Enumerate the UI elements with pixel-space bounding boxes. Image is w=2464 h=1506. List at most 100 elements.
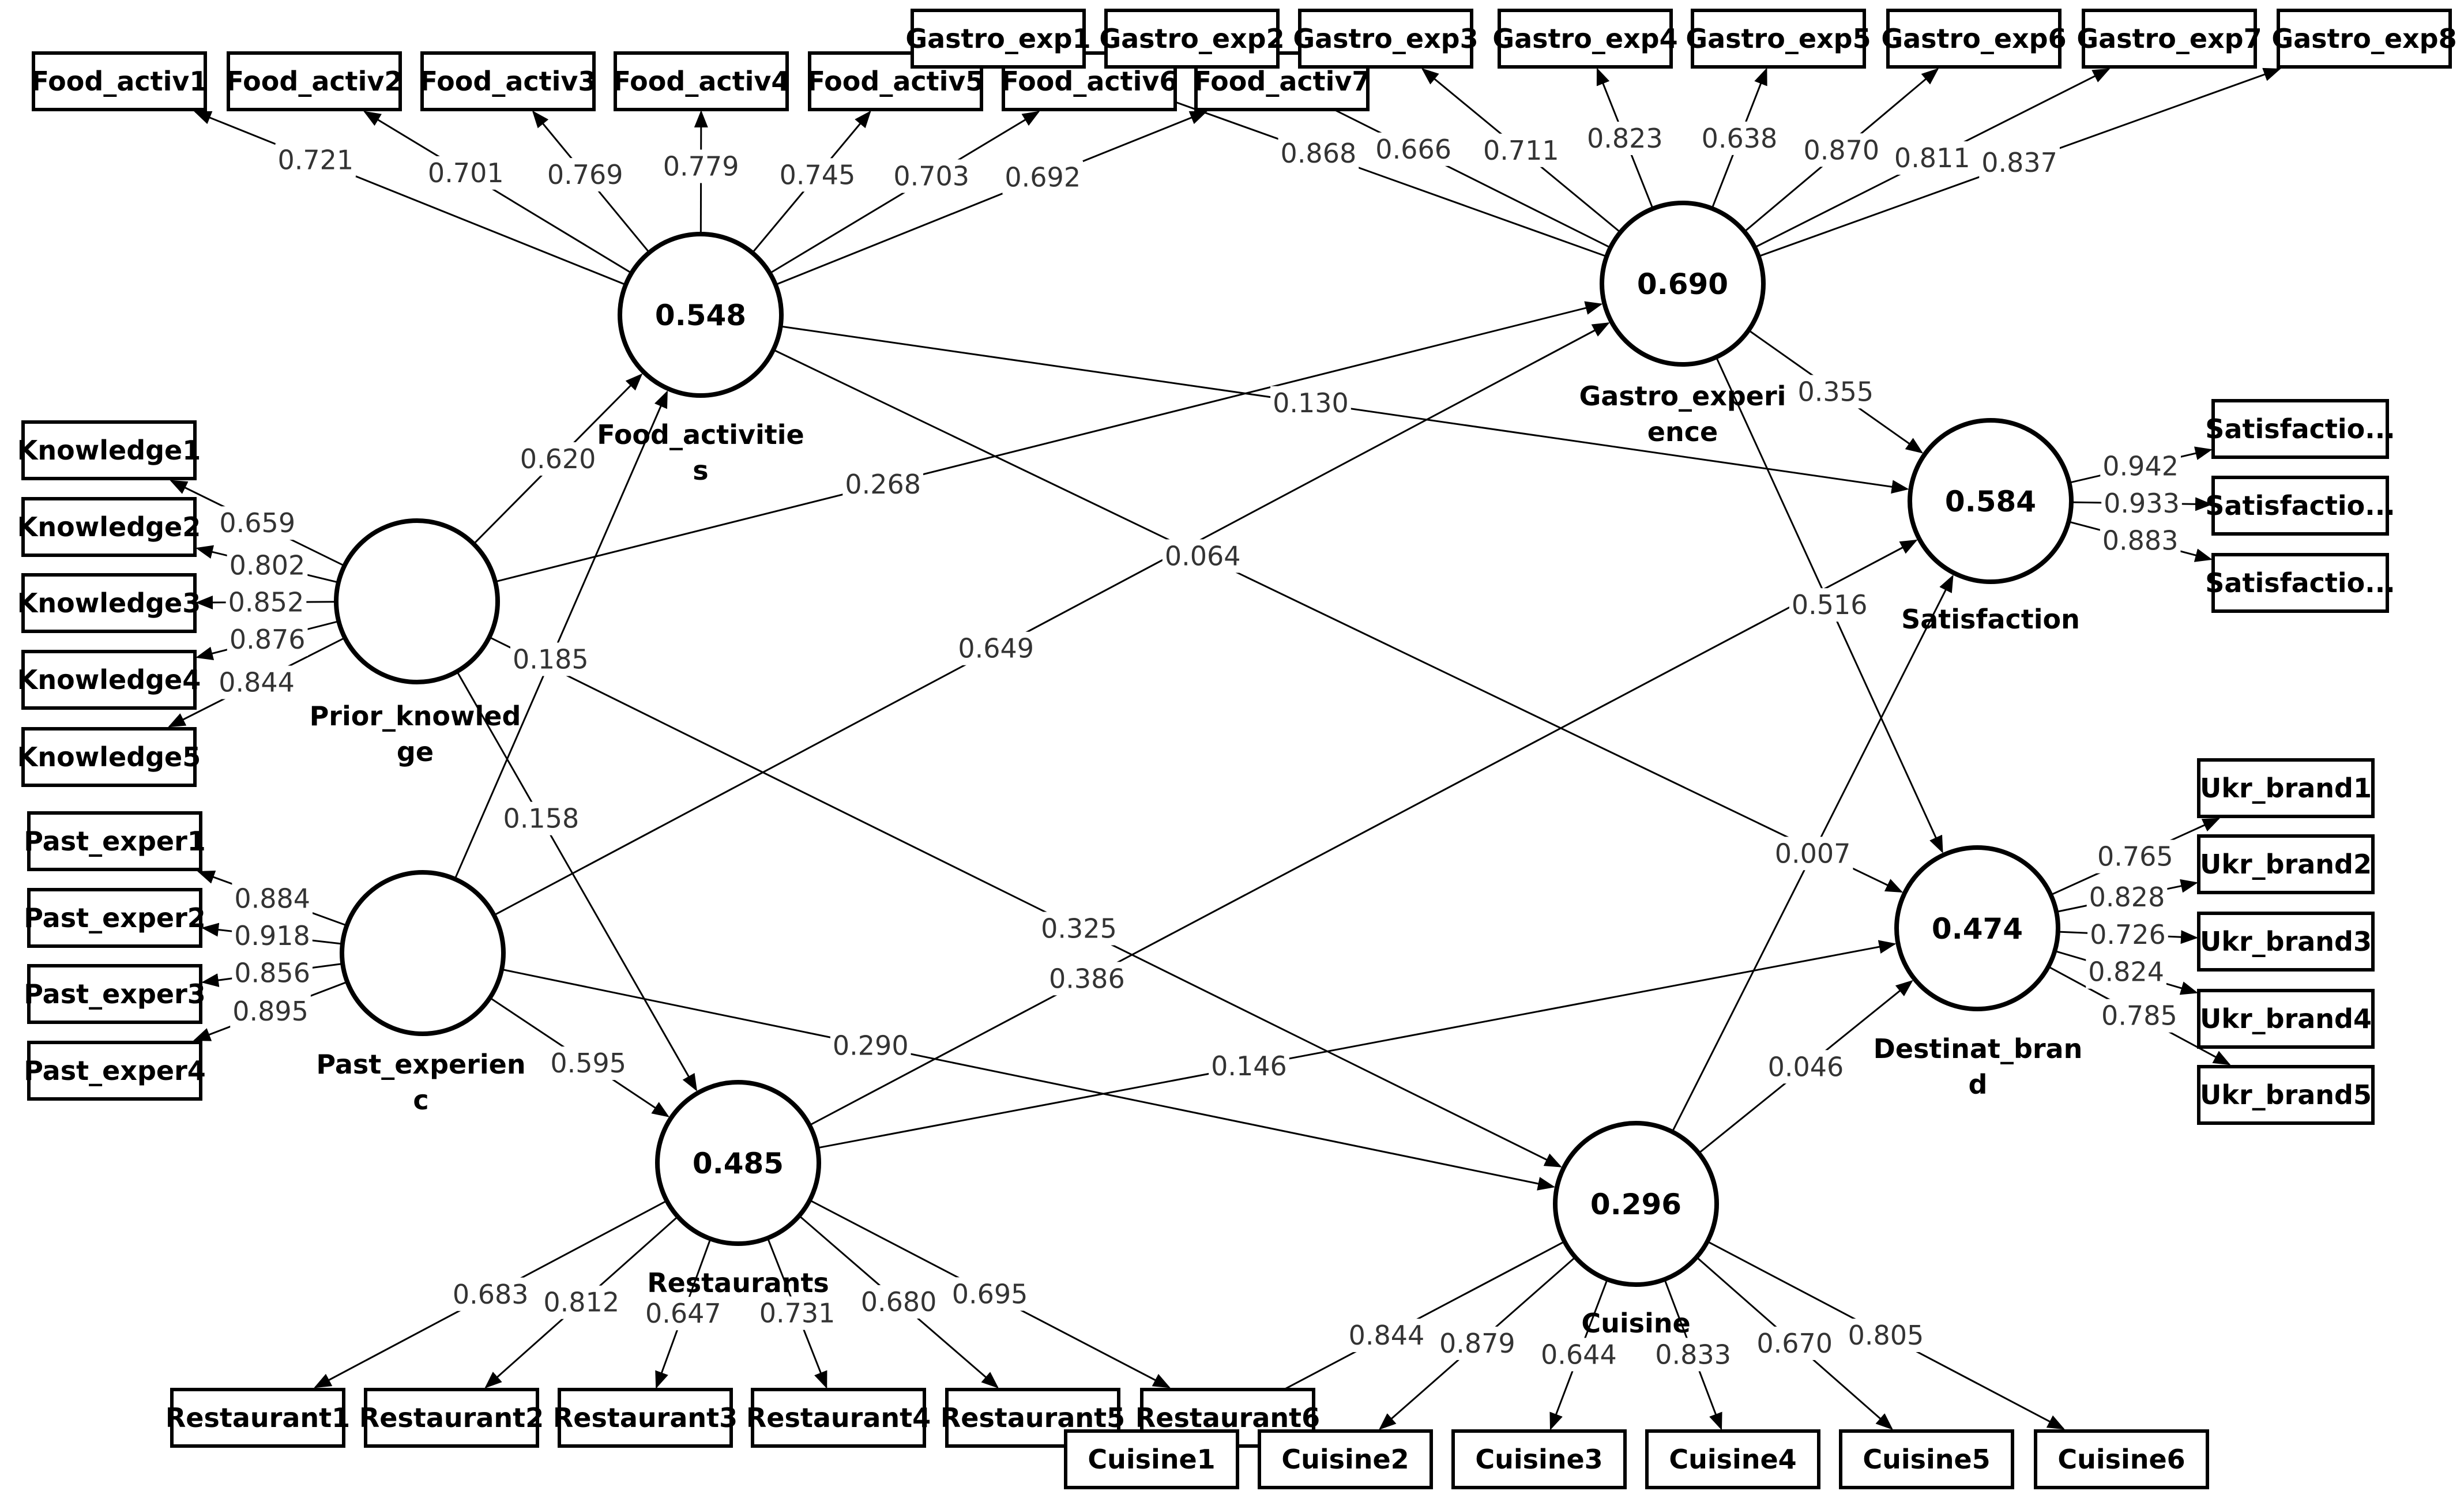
indicator-ge5[interactable]: Gastro_exp5	[1686, 9, 1871, 69]
indicator-ge3[interactable]: Gastro_exp3	[1293, 9, 1479, 69]
latent-circle	[334, 518, 500, 684]
indicator-label: Past_exper1	[24, 826, 206, 857]
indicator-box	[364, 1388, 539, 1448]
indicator-pe2[interactable]: Past_exper2	[24, 888, 206, 948]
label-backdrop	[1699, 121, 1780, 155]
r-squared-value: 0.584	[1945, 485, 2036, 518]
indicator-box	[27, 1041, 202, 1101]
loading-value-gastro-ge6: 0.870	[1803, 134, 1879, 165]
indicator-ge6[interactable]: Gastro_exp6	[1881, 9, 2067, 69]
r-squared-value: 0.690	[1637, 268, 1728, 301]
indicator-label: Food_activ3	[420, 66, 597, 97]
latent-name-line: ence	[1647, 416, 1718, 447]
label-backdrop	[842, 468, 924, 502]
indicators-layer: Food_activ1 Food_activ2 Food_activ3 Food_ac…	[17, 9, 2457, 1489]
label-backdrop	[517, 442, 599, 476]
indicator-pe4[interactable]: Past_exper4	[24, 1041, 206, 1101]
indicator-cu2[interactable]: Cuisine2	[1258, 1429, 1433, 1489]
indicator-label: Knowledge2	[17, 511, 201, 543]
path-value-past-rest: 0.595	[550, 1048, 626, 1079]
path-value-cuis-sat: 0.007	[1775, 838, 1851, 869]
indicator-re3[interactable]: Restaurant3	[553, 1388, 738, 1448]
indicator-ge7[interactable]: Gastro_exp7	[2076, 9, 2262, 69]
indicator-sa2[interactable]: Satisfactio...	[2205, 476, 2395, 536]
loading-arrow-food-fa7	[776, 111, 1207, 285]
indicator-kn3[interactable]: Knowledge3	[17, 573, 201, 633]
indicator-fa2[interactable]: Food_activ2	[226, 51, 403, 111]
indicator-label: Gastro_exp2	[1099, 23, 1284, 54]
label-backdrop	[1789, 588, 1870, 622]
indicator-ge2[interactable]: Gastro_exp2	[1099, 9, 1285, 69]
latent-name-line: Cuisine	[1581, 1308, 1690, 1339]
indicator-ub5[interactable]: Ukr_brand5	[2197, 1065, 2375, 1125]
latent-circle	[1908, 418, 2074, 584]
indicator-fa1[interactable]: Food_activ1	[31, 51, 208, 111]
path-value-prior-food: 0.620	[520, 443, 596, 475]
indicator-cu6[interactable]: Cuisine6	[2034, 1429, 2209, 1489]
indicator-label: Knowledge3	[17, 588, 201, 619]
indicator-ub3[interactable]: Ukr_brand3	[2197, 912, 2375, 972]
label-backdrop	[1436, 1326, 1518, 1360]
indicator-label: Food_activ4	[613, 66, 790, 97]
indicator-ge4[interactable]: Gastro_exp4	[1492, 9, 1678, 69]
indicator-fa4[interactable]: Food_activ4	[613, 51, 790, 111]
indicator-re4[interactable]: Restaurant4	[746, 1388, 931, 1448]
indicator-fa3[interactable]: Food_activ3	[420, 51, 597, 111]
label-backdrop	[1765, 1050, 1846, 1084]
indicator-kn1[interactable]: Knowledge1	[17, 420, 201, 480]
label-backdrop	[225, 585, 307, 619]
indicator-pe3[interactable]: Past_exper3	[24, 964, 206, 1024]
indicator-re2[interactable]: Restaurant2	[359, 1388, 544, 1448]
indicator-label: Food_activ7	[1194, 66, 1371, 97]
indicator-box	[2211, 553, 2389, 613]
indicator-cu4[interactable]: Cuisine4	[1645, 1429, 1820, 1489]
indicator-sa1[interactable]: Satisfactio...	[2205, 399, 2395, 459]
indicator-label: Restaurant2	[359, 1402, 544, 1433]
label-backdrop	[510, 642, 591, 676]
loading-value-cuis-cu3: 0.644	[1541, 1339, 1617, 1370]
indicator-cu1[interactable]: Cuisine1	[1064, 1429, 1239, 1489]
indicator-cu5[interactable]: Cuisine5	[1839, 1429, 2014, 1489]
loading-value-past-pe4: 0.895	[232, 996, 309, 1027]
indicator-label: Ukr_brand3	[2200, 926, 2372, 957]
indicator-label: Gastro_exp3	[1293, 23, 1478, 54]
indicator-label: Past_exper4	[24, 1055, 206, 1086]
indicator-ge1[interactable]: Gastro_exp1	[905, 9, 1091, 69]
loading-value-prior-kn1: 0.659	[219, 507, 295, 539]
indicator-kn2[interactable]: Knowledge2	[17, 497, 201, 557]
indicator-sa3[interactable]: Satisfactio...	[2205, 553, 2395, 613]
label-backdrop	[1002, 160, 1084, 194]
indicator-ub4[interactable]: Ukr_brand4	[2197, 989, 2375, 1049]
label-backdrop	[1346, 1319, 1427, 1353]
indicator-label: Gastro_exp7	[2076, 23, 2262, 54]
indicator-label: Past_exper2	[24, 902, 206, 933]
indicator-cu3[interactable]: Cuisine3	[1451, 1429, 1627, 1489]
label-backdrop	[1653, 1338, 1733, 1372]
indicator-label: Knowledge1	[17, 435, 201, 466]
label-backdrop	[955, 631, 1037, 665]
indicator-label: Ukr_brand4	[2200, 1003, 2372, 1034]
loading-value-dest-ub4: 0.824	[2088, 957, 2164, 988]
indicator-pe1[interactable]: Past_exper1	[24, 811, 206, 871]
indicator-ub1[interactable]: Ukr_brand1	[2197, 758, 2375, 818]
indicator-kn4[interactable]: Knowledge4	[17, 650, 201, 710]
path-value-past-food: 0.185	[513, 643, 589, 675]
loading-value-past-pe3: 0.856	[234, 958, 310, 989]
indicator-re1[interactable]: Restaurant1	[165, 1388, 350, 1448]
indicator-ub2[interactable]: Ukr_brand2	[2197, 834, 2375, 894]
path-value-food-dest: 0.064	[1165, 540, 1241, 571]
label-backdrop	[643, 1297, 724, 1331]
indicator-ge8[interactable]: Gastro_exp8	[2271, 9, 2457, 69]
indicator-box	[27, 811, 202, 871]
indicator-kn5[interactable]: Knowledge5	[17, 727, 201, 787]
